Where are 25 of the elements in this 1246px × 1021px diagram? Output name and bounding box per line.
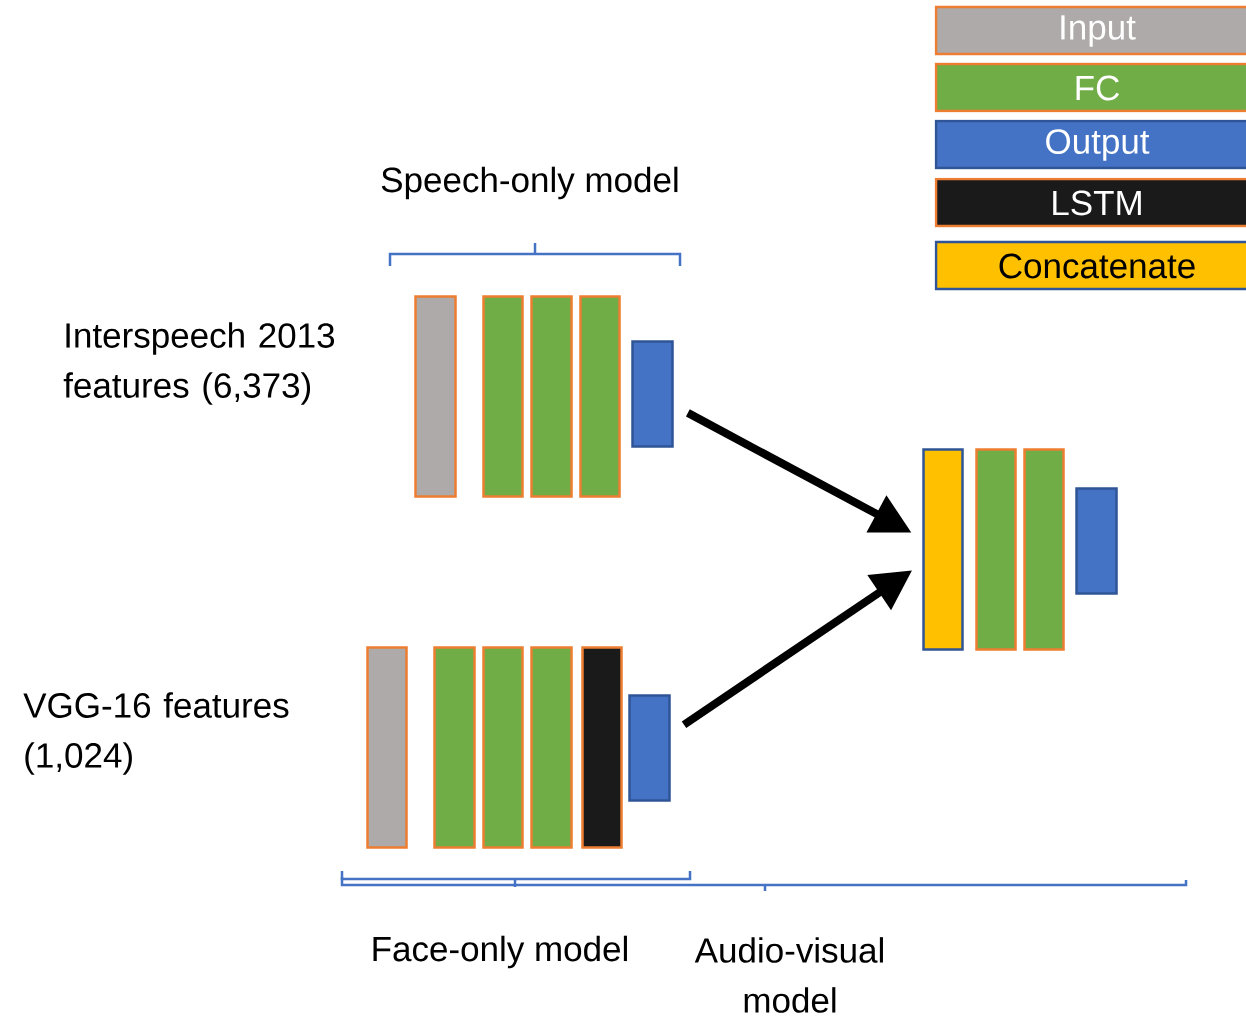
input-layer-bar: [414, 295, 457, 498]
fc-layer-bar: [530, 295, 573, 498]
group-label: Face-only model: [373, 935, 627, 969]
legend-label: FC: [1076, 75, 1119, 101]
output-layer-bar: [628, 694, 671, 802]
fc-layer-bar: [975, 448, 1017, 651]
feature-label: Interspeech 2013 features (6,373): [63, 322, 335, 405]
feature-label: VGG-16 features (1,024): [23, 692, 289, 775]
fc-layer-bar: [482, 646, 524, 849]
legend-label: Input: [1061, 15, 1136, 47]
legend-label: LSTM: [1053, 190, 1141, 216]
legend-label: Output: [1046, 129, 1150, 161]
fc-layer-bar: [530, 646, 573, 849]
fc-layer-bar: [433, 646, 476, 849]
lstm-layer-bar: [581, 646, 623, 849]
output-layer-bar: [1075, 487, 1118, 595]
fc-layer-bar: [1023, 448, 1065, 651]
concatenate-layer-bar: [922, 448, 964, 651]
output-layer-bar: [631, 340, 674, 448]
fc-layer-bar: [579, 295, 621, 498]
group-label: Audio-visual model: [694, 937, 883, 1013]
input-layer-bar: [366, 646, 408, 849]
legend-label: Concatenate: [999, 253, 1195, 279]
group-label: Speech-only model: [381, 166, 678, 200]
fc-layer-bar: [482, 295, 524, 498]
